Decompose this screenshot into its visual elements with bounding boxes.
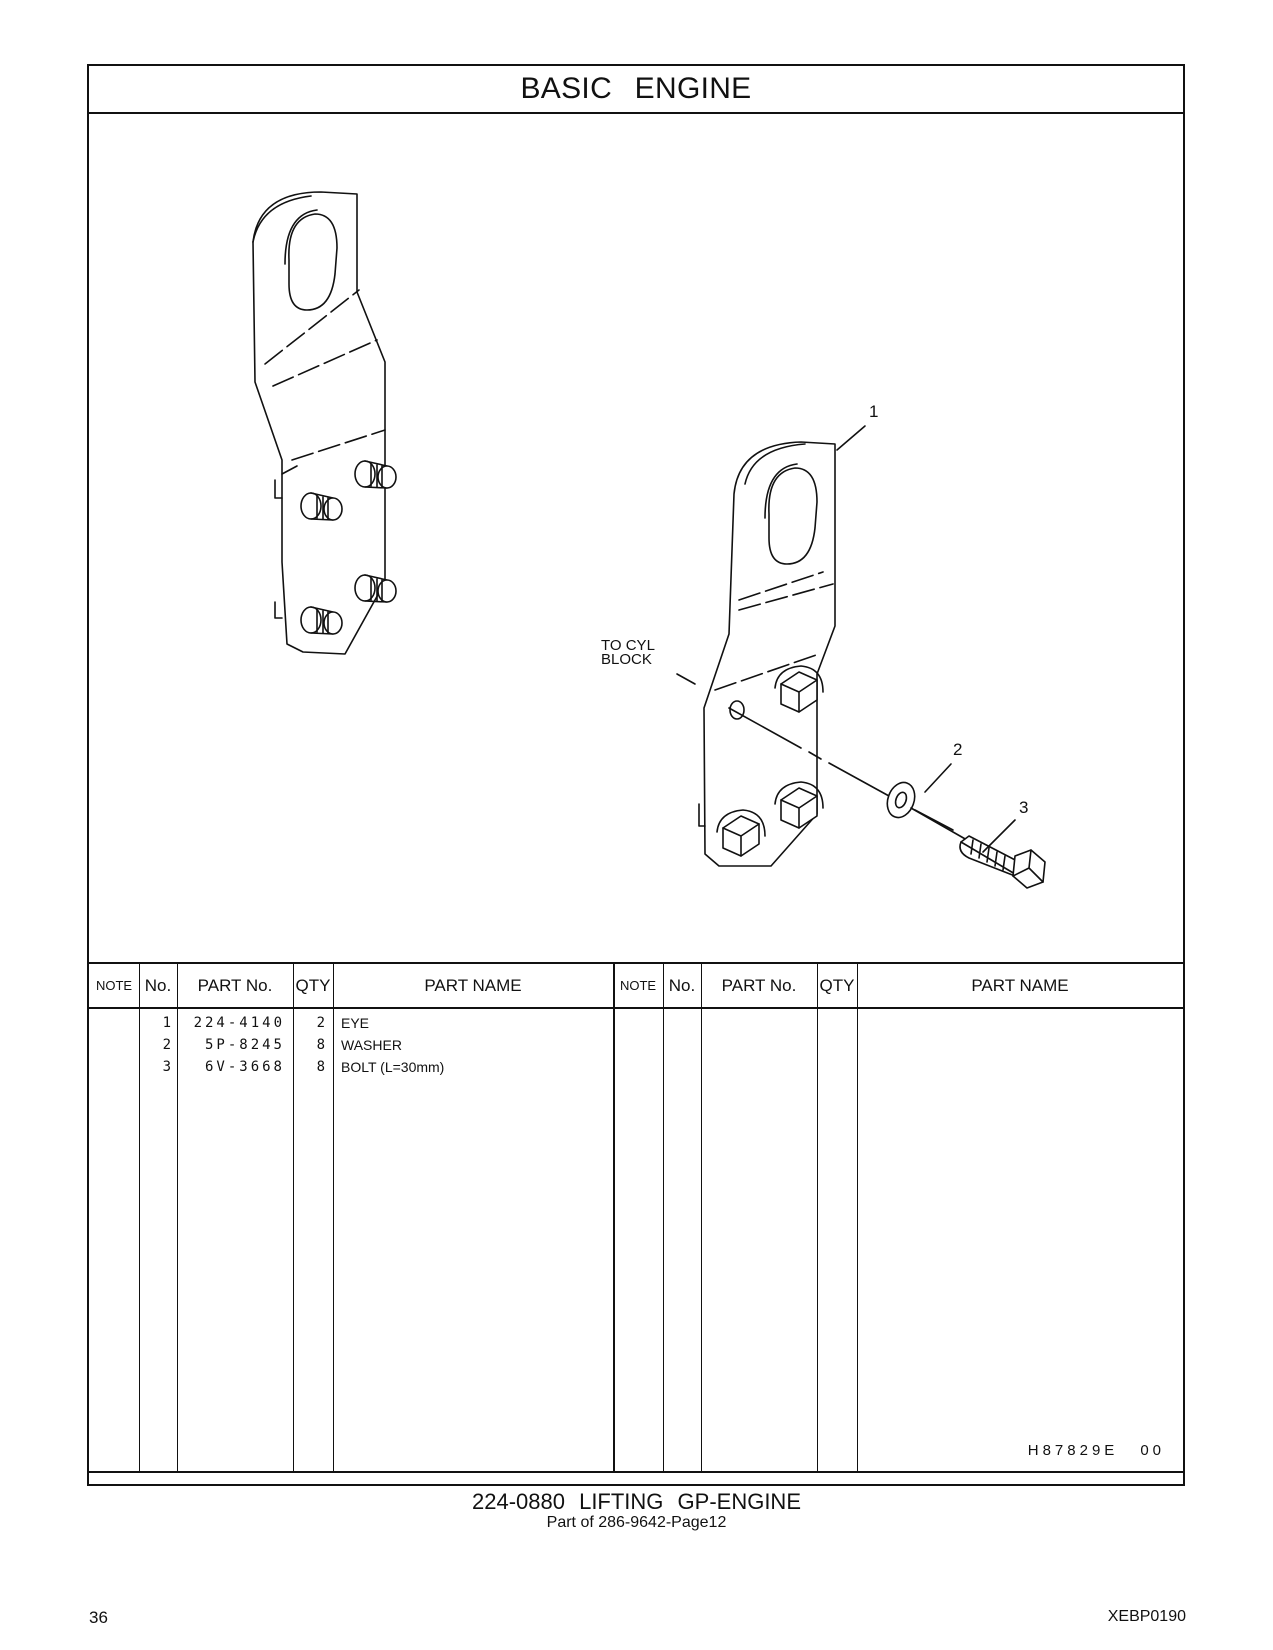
- row-qty: 2: [316, 1015, 325, 1031]
- row-part-name: EYE: [341, 1015, 370, 1031]
- row-qty: 8: [316, 1059, 325, 1075]
- header-note-left: NOTE: [95, 978, 133, 993]
- column-divider: [333, 962, 334, 1471]
- header-part-name-right: PART NAME: [971, 975, 1069, 995]
- column-divider: [817, 962, 818, 1471]
- row-no: 2: [162, 1037, 171, 1053]
- column-divider: [177, 962, 178, 1471]
- illustration-code: H87829E 00: [1028, 1442, 1165, 1459]
- header-part-name-left: PART NAME: [424, 975, 522, 995]
- column-divider: [293, 962, 294, 1471]
- group-title: 224-0880 LIFTING GP-ENGINE: [472, 1489, 801, 1514]
- parts-list-header: NOTE No. PART No. QTY PART NAME NOTE No.…: [89, 962, 1183, 1009]
- callout-2: 2: [953, 740, 963, 759]
- lifting-eye-illustration: [252, 191, 1046, 889]
- exploded-view-drawing: TO CYL BLOCK 1 2 3: [89, 114, 1183, 962]
- page-title: BASIC ENGINE: [89, 66, 1183, 114]
- row-part-no: 224-4140: [193, 1015, 285, 1031]
- header-note-right: NOTE: [619, 978, 657, 993]
- group-subtitle: Part of 286-9642-Page12: [546, 1514, 727, 1531]
- note-label-line2: BLOCK: [601, 651, 652, 668]
- row-part-name: BOLT (L=30mm): [341, 1059, 445, 1075]
- row-part-no: 6V-3668: [204, 1059, 285, 1075]
- header-qty-right: QTY: [819, 975, 855, 995]
- note-label-line1: TO CYL: [601, 637, 655, 654]
- header-qty-left: QTY: [295, 975, 331, 995]
- header-no-right: No.: [668, 975, 696, 995]
- header-part-no-left: PART No.: [197, 975, 273, 995]
- table-row: 3 6V-3668 8 BOLT (L=30mm): [89, 1055, 1183, 1078]
- row-qty: 8: [316, 1037, 325, 1053]
- callout-1: 1: [869, 402, 879, 421]
- callout-3: 3: [1019, 798, 1029, 817]
- illustration-code-number: H87829E: [1027, 1442, 1119, 1459]
- column-divider: [857, 962, 858, 1471]
- parts-page-frame: BASIC ENGINE: [87, 64, 1185, 1486]
- illustration-revision: 00: [1140, 1442, 1165, 1459]
- row-no: 1: [162, 1015, 171, 1031]
- row-part-name: WASHER: [341, 1037, 402, 1053]
- column-divider: [613, 962, 615, 1471]
- row-no: 3: [162, 1059, 171, 1075]
- column-divider: [701, 962, 702, 1471]
- header-part-no-right: PART No.: [721, 975, 797, 995]
- parts-list-bottom-rule: [89, 1471, 1183, 1473]
- column-divider: [139, 962, 140, 1471]
- table-row: 1 224-4140 2 EYE: [89, 1011, 1183, 1034]
- column-divider: [663, 962, 664, 1471]
- parts-list-body: 1 224-4140 2 EYE 2 5P-8245 8 WASHER 3 6V…: [89, 1009, 1183, 1471]
- table-row: 2 5P-8245 8 WASHER: [89, 1033, 1183, 1056]
- page-number: 36: [89, 1608, 108, 1627]
- document-number: XEBP0190: [1107, 1608, 1186, 1625]
- header-no-left: No.: [144, 975, 172, 995]
- row-part-no: 5P-8245: [204, 1037, 285, 1053]
